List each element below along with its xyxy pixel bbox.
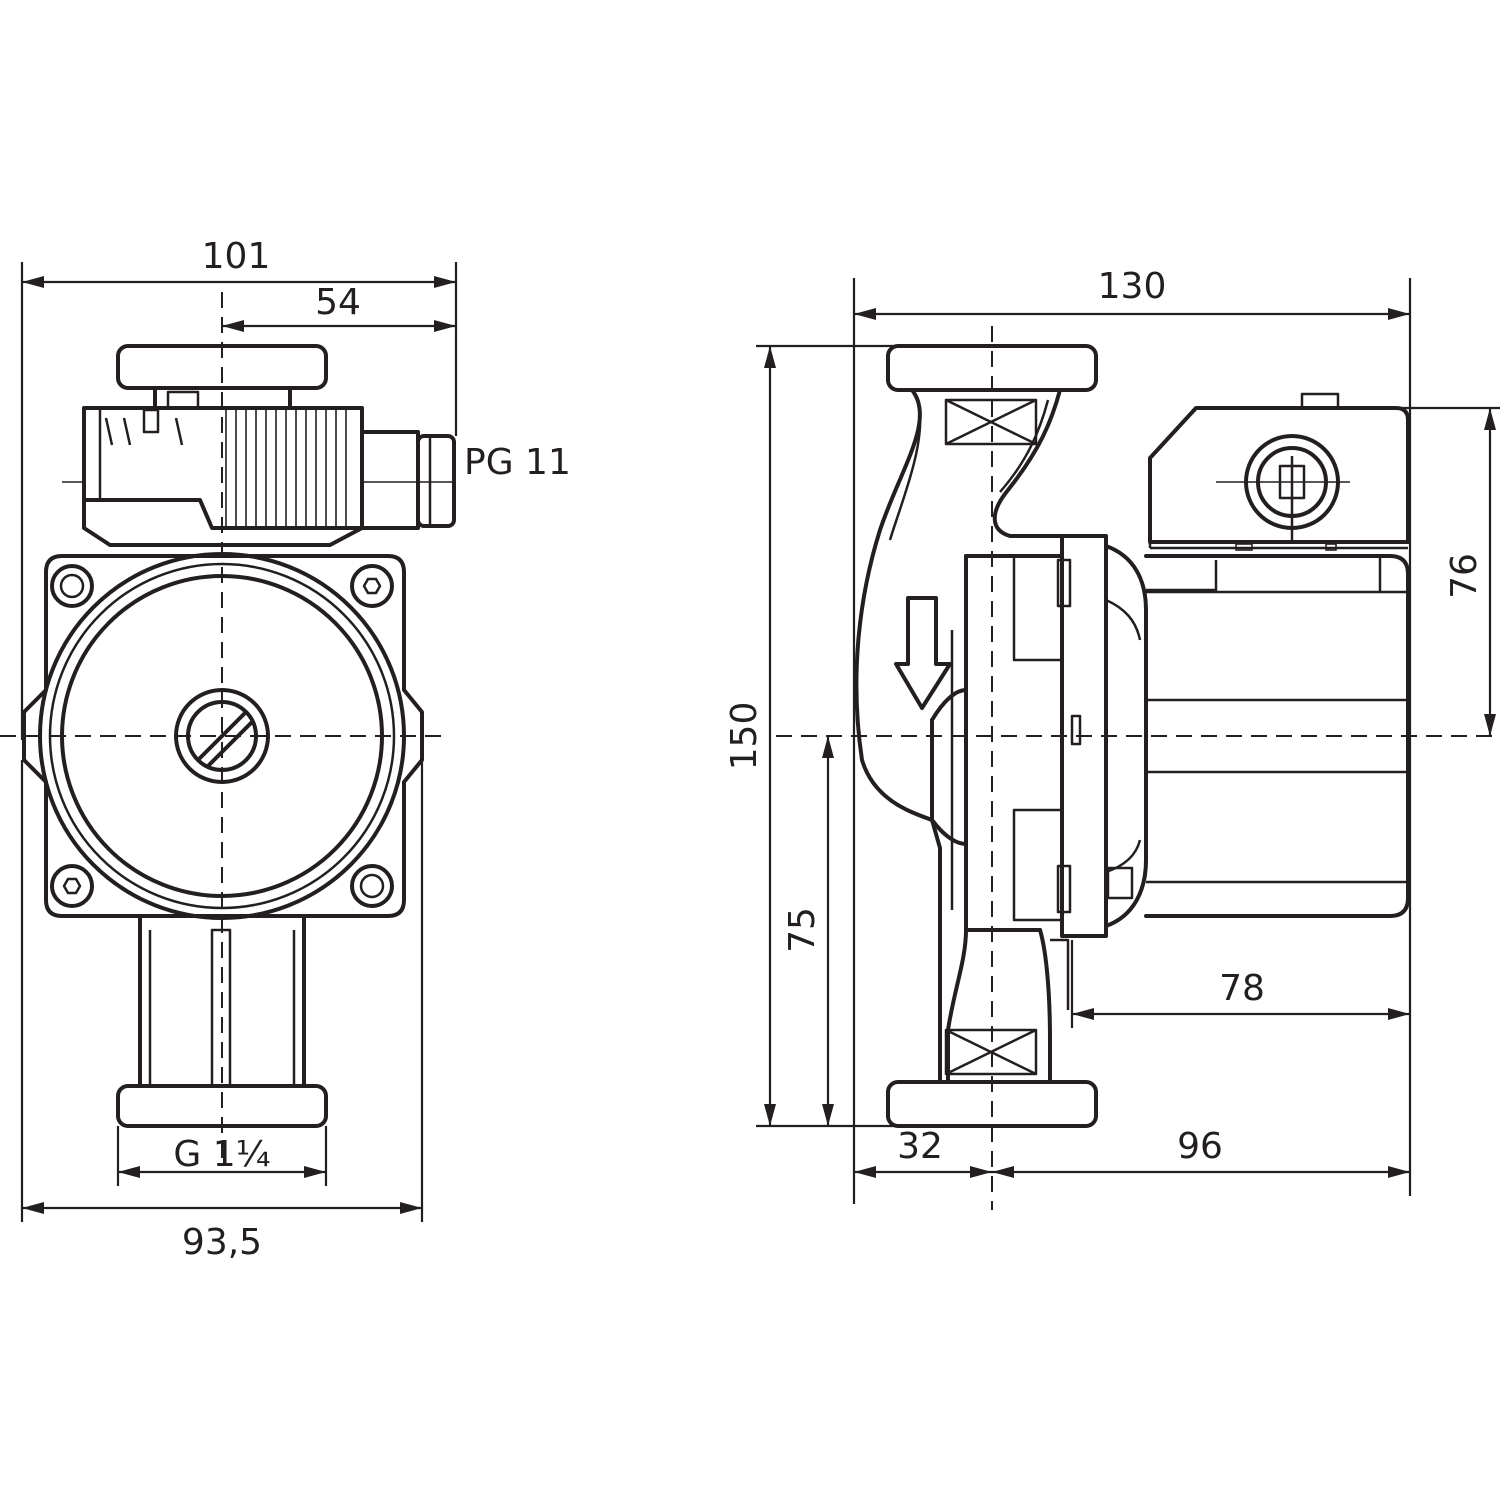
mounting-bolts: [50, 564, 394, 908]
side-dimensions: [756, 278, 1500, 1204]
dim-terminal-box-height: 76: [1444, 553, 1485, 599]
flow-direction-arrow: [894, 596, 952, 710]
dim-thread: G 1¼: [173, 1134, 270, 1175]
dim-flange-offset: 32: [897, 1126, 943, 1167]
front-pump-body: [22, 554, 424, 918]
label-cable-gland: PG 11: [464, 442, 571, 483]
dim-motor-depth: 96: [1177, 1126, 1223, 1167]
dim-axis-height: 75: [782, 907, 823, 953]
dim-overall-width: 101: [202, 236, 271, 277]
dim-housing-width: 93,5: [182, 1222, 262, 1263]
cover-ribs: [225, 410, 347, 526]
dim-overall-height: 150: [724, 702, 765, 771]
front-dimensions: [20, 262, 458, 1222]
dim-overall-length: 130: [1098, 266, 1167, 307]
cable-gland: [360, 430, 456, 530]
volute-housing: [854, 388, 942, 1084]
dim-connector-offset: 54: [315, 282, 361, 323]
dim-motor-length: 78: [1219, 968, 1265, 1009]
